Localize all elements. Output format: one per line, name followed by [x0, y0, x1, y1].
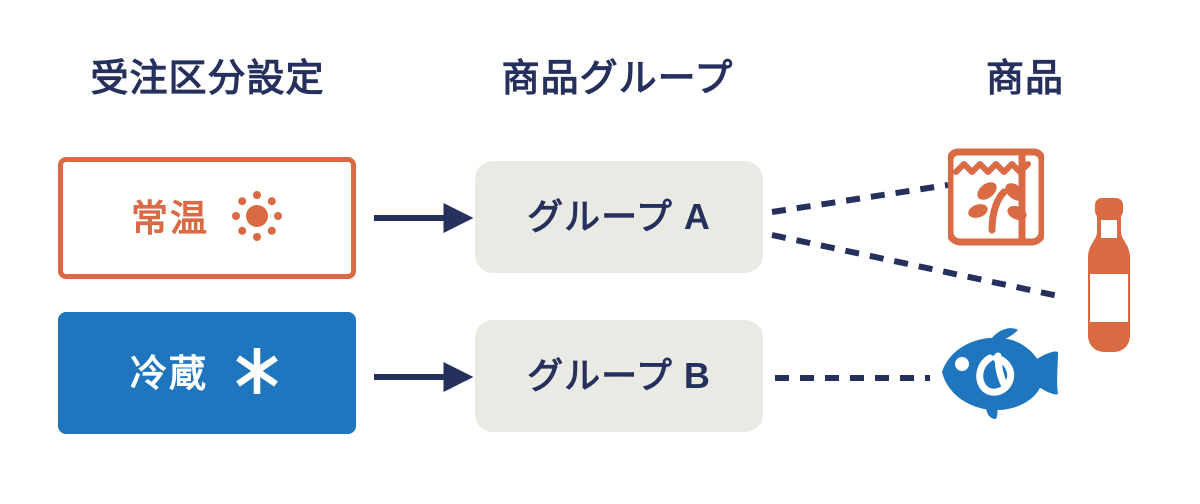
temperature-chip-chilled-label: 冷蔵	[130, 352, 208, 394]
temperature-chip-chilled[interactable]: 冷蔵	[58, 312, 356, 434]
product-group-a-label: グループ A	[527, 196, 711, 237]
dashed-group-a-to-bag	[771, 182, 949, 215]
sun-icon	[231, 190, 283, 247]
temperature-chip-normal-label: 常温	[131, 197, 209, 239]
column-header-order-type-setting: 受注区分設定	[90, 58, 325, 100]
product-group-pill-a[interactable]: グループ A	[475, 161, 763, 273]
fish-icon	[928, 322, 1060, 427]
paper-bag-icon	[946, 134, 1046, 253]
column-header-product-group: 商品グループ	[501, 58, 734, 100]
bottle-icon	[1068, 196, 1150, 371]
snowflake-icon	[230, 344, 284, 403]
product-group-b-label: グループ B	[527, 355, 711, 396]
temperature-chip-normal[interactable]: 常温	[58, 157, 356, 279]
product-group-pill-b[interactable]: グループ B	[475, 320, 763, 432]
column-header-product: 商品	[985, 58, 1064, 100]
